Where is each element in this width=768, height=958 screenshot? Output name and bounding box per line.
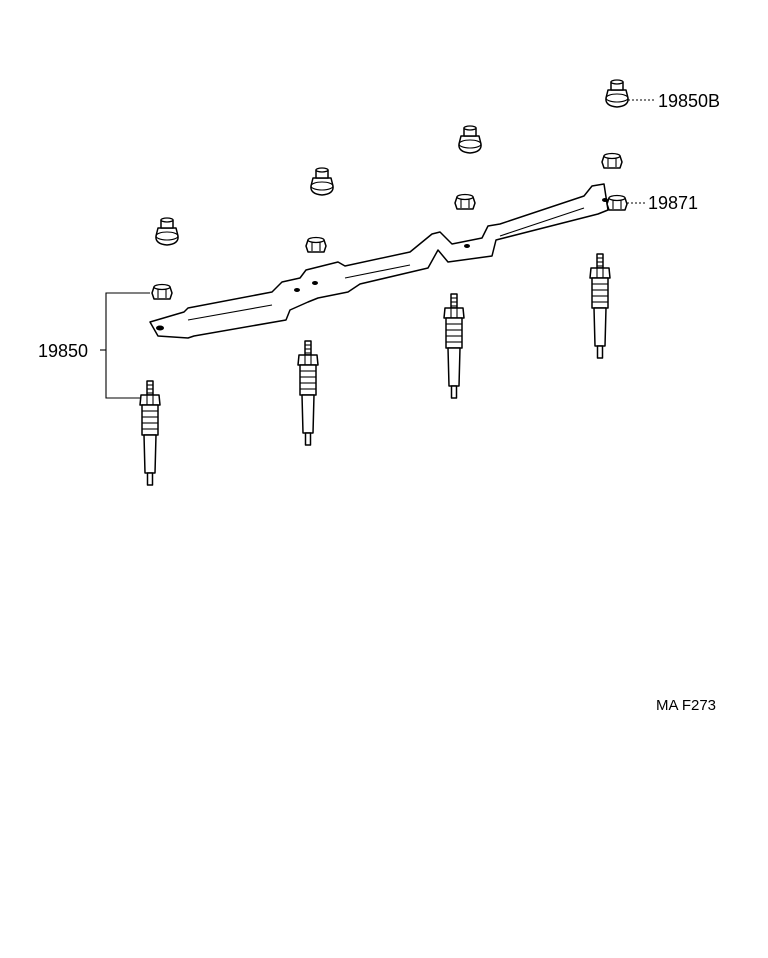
glow-plug [139,380,161,486]
glow-plug [443,293,465,399]
glow-plug [297,340,319,446]
terminal-cap [458,125,482,154]
terminal-cap [310,167,334,196]
terminal-nut [305,236,327,253]
glow-plug-connector-bar [149,183,609,339]
terminal-cap [155,217,179,246]
label-terminal-nut: 19850B [658,91,720,111]
figure-reference-code: MA F273 [656,697,716,714]
terminal-nut [601,152,623,169]
label-connector: 19871 [648,193,698,213]
glow-plug [589,253,611,359]
label-glow-plug: 19850 [38,341,88,361]
terminal-nut [454,193,476,210]
terminal-nut [151,283,173,300]
leader-lines [100,99,656,399]
terminal-cap [605,79,629,108]
terminal-nut [606,194,628,211]
